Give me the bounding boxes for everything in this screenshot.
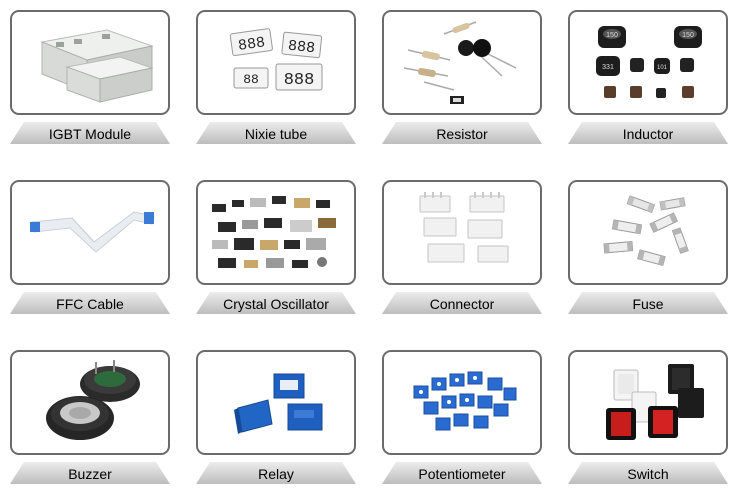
category-igbt-module[interactable]: IGBT Module [10,10,170,145]
category-label: Switch [568,462,728,484]
svg-text:888: 888 [237,34,266,55]
category-label: Fuse [568,292,728,314]
inductor-image[interactable]: 150 150 331 101 [568,10,728,115]
category-label: Inductor [568,122,728,144]
category-label: Relay [196,462,356,484]
category-label: IGBT Module [10,122,170,144]
ffc-cable-image[interactable] [10,180,170,285]
category-switch[interactable]: Switch [568,350,728,485]
category-resistor[interactable]: Resistor [382,10,542,145]
category-label: Potentiometer [382,462,542,484]
category-buzzer[interactable]: Buzzer [10,350,170,485]
category-label: Connector [382,292,542,314]
fuse-image[interactable] [568,180,728,285]
category-ffc-cable[interactable]: FFC Cable [10,180,170,315]
category-nixie-tube[interactable]: 888 888 888 88 Nixie tube [196,10,356,145]
igbt-module-image[interactable] [10,10,170,115]
svg-text:101: 101 [657,65,668,71]
buzzer-image[interactable] [10,350,170,455]
svg-text:88: 88 [243,72,259,87]
crystal-oscillator-image[interactable] [196,180,356,285]
switch-image[interactable] [568,350,728,455]
connector-image[interactable] [382,180,542,285]
category-label: Resistor [382,122,542,144]
category-connector[interactable]: Connector [382,180,542,315]
category-label: FFC Cable [10,292,170,314]
category-label: Nixie tube [196,122,356,144]
category-crystal-oscillator[interactable]: Crystal Oscillator [196,180,356,315]
category-fuse[interactable]: Fuse [568,180,728,315]
resistor-image[interactable] [382,10,542,115]
category-potentiometer[interactable]: Potentiometer [382,350,542,485]
category-relay[interactable]: Relay [196,350,356,485]
relay-image[interactable] [196,350,356,455]
svg-text:150: 150 [606,32,618,39]
svg-text:331: 331 [602,64,614,71]
category-label: Buzzer [10,462,170,484]
svg-text:150: 150 [682,32,694,39]
svg-text:888: 888 [287,38,316,58]
potentiometer-image[interactable] [382,350,542,455]
category-label: Crystal Oscillator [196,292,356,314]
svg-text:888: 888 [284,71,315,90]
category-inductor[interactable]: 150 150 331 101 Inductor [568,10,728,145]
nixie-tube-image[interactable]: 888 888 888 88 [196,10,356,115]
